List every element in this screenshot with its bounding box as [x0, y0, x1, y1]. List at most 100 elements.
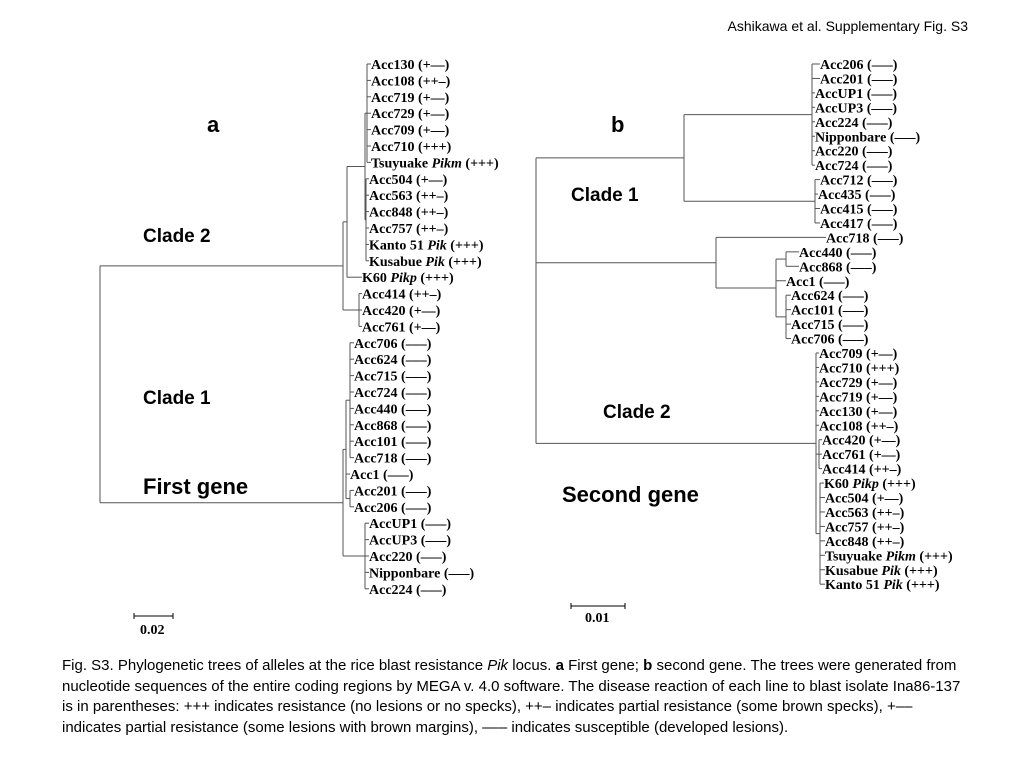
panel-a-tree: a Clade 2 Clade 1 First gene Acc130 (+––… [99, 58, 499, 638]
leaf-score: (–––) [398, 484, 432, 499]
panel-b-letter: b [611, 112, 624, 137]
leaf-name: Acc719 [371, 91, 415, 106]
leaf-score: (+––) [413, 173, 448, 188]
leaf-gene: Pik [427, 238, 446, 253]
panel_b-leaf-13: Acc440 (–––) [799, 246, 877, 261]
panel_a-leaf-3: Acc729 (+––) [371, 107, 450, 122]
leaf-name: K60 [824, 477, 852, 492]
leaf-name: Acc624 [791, 289, 835, 304]
leaf-name: Acc624 [354, 353, 398, 368]
figure-header: Ashikawa et al. Supplementary Fig. S3 [727, 18, 968, 34]
leaf-name: Acc420 [822, 434, 866, 449]
leaf-name: Acc712 [820, 174, 864, 189]
leaf-score: (+++) [901, 564, 938, 579]
caption-mid-2: First gene; [563, 657, 644, 674]
leaf-score: (++–) [869, 506, 905, 521]
leaf-score: (–––) [863, 101, 897, 116]
leaf-name: Acc761 [822, 448, 866, 463]
panel_a-leaf-18: Acc624 (–––) [354, 353, 432, 368]
panel-a-branches [99, 63, 371, 590]
leaf-name: Acc414 [362, 288, 406, 303]
panel_a-leaf-15: Acc420 (+––) [362, 304, 441, 319]
panel_a-leaf-6: Tsuyuake Pikm (+++) [371, 156, 499, 171]
panel_b-leaf-10: Acc415 (–––) [820, 203, 898, 218]
leaf-score: (–––) [864, 203, 898, 218]
panel-a-letter: a [207, 112, 220, 137]
panel_b-leaf-0: Acc206 (–––) [820, 58, 898, 73]
leaf-name: Acc440 [799, 246, 843, 261]
caption-lead: Fig. S3. Phylogenetic trees of alleles a… [62, 657, 488, 674]
panel_a-leaf-5: Acc710 (+++) [371, 140, 452, 155]
leaf-score: (+––) [863, 347, 898, 362]
leaf-name: Acc206 [820, 58, 864, 73]
leaf-name: Acc101 [354, 435, 398, 450]
panel_b-leaf-17: Acc101 (–––) [791, 304, 869, 319]
leaf-name: Acc220 [369, 550, 413, 565]
leaf-name: Acc718 [354, 452, 398, 467]
leaf-name: Acc206 [354, 501, 398, 516]
leaf-name: Acc201 [820, 72, 864, 87]
leaf-name: Acc757 [369, 222, 413, 237]
panel-b-scale-label: 0.01 [585, 611, 610, 626]
panel_a-leaf-10: Acc757 (++–) [369, 222, 449, 237]
leaf-score: (–––) [859, 116, 893, 131]
leaf-score: (–––) [859, 159, 893, 174]
leaf-score: (–––) [835, 304, 869, 319]
leaf-score: (–––) [835, 318, 869, 333]
leaf-score: (–––) [440, 566, 474, 581]
leaf-name: Acc709 [371, 124, 415, 139]
panel-b-clade-2-label: Clade 2 [603, 402, 671, 423]
leaf-gene: Pikm [432, 156, 462, 171]
leaf-name: Acc417 [820, 217, 864, 232]
panel-b-branches [535, 63, 826, 585]
leaf-score: (+––) [863, 376, 898, 391]
leaf-score: (–––) [380, 468, 414, 483]
leaf-score: (+––) [866, 434, 901, 449]
caption-panel-a: a [555, 657, 564, 674]
panel_b-leaf-36: Kanto 51 Pik (+++) [825, 578, 940, 593]
leaf-score: (+++) [417, 271, 454, 286]
panel_b-leaf-23: Acc719 (+––) [819, 390, 898, 405]
leaf-name: Acc1 [786, 275, 816, 290]
leaf-score: (–––) [816, 275, 850, 290]
panel_b-leaf-6: Acc220 (–––) [815, 145, 893, 160]
leaf-name: Acc101 [791, 304, 835, 319]
panel_b-leaf-20: Acc709 (+––) [819, 347, 898, 362]
caption-locus: Pik [487, 657, 509, 674]
leaf-score: (+––) [863, 405, 898, 420]
leaf-score: (–––) [835, 333, 869, 348]
panel_b-leaf-26: Acc420 (+––) [822, 434, 901, 449]
leaf-score: (++–) [866, 463, 902, 478]
panel_a-leaf-7: Acc504 (+––) [369, 173, 448, 188]
leaf-name: Acc504 [369, 173, 413, 188]
panel_a-leaf-17: Acc706 (–––) [354, 337, 432, 352]
leaf-name: Acc706 [354, 337, 398, 352]
panel_a-leaf-31: Nipponbare (–––) [369, 566, 474, 581]
panel-a-clade-1-label: Clade 1 [143, 388, 211, 409]
panel_a-leaf-20: Acc724 (–––) [354, 386, 432, 401]
leaf-name: K60 [362, 271, 390, 286]
panel_b-leaf-28: Acc414 (++–) [822, 463, 902, 478]
panel_b-leaf-9: Acc435 (–––) [818, 188, 896, 203]
leaf-gene: Pikp [390, 271, 416, 286]
panel-b-gene-title: Second gene [562, 482, 699, 507]
panel-b-clade-1-label: Clade 1 [571, 185, 639, 206]
panel_b-leaf-27: Acc761 (+––) [822, 448, 901, 463]
leaf-name: Acc130 [819, 405, 863, 420]
leaf-score: (–––) [398, 419, 432, 434]
leaf-name: Acc868 [799, 260, 843, 275]
panel_b-leaf-32: Acc757 (++–) [825, 520, 905, 535]
panel_b-leaf-3: AccUP3 (–––) [815, 101, 897, 116]
leaf-score: (+––) [415, 58, 450, 73]
leaf-name: Tsuyuake [825, 549, 886, 564]
leaf-name: Acc201 [354, 484, 398, 499]
leaf-name: Acc563 [825, 506, 869, 521]
leaf-gene: Pikp [852, 477, 878, 492]
panel-a-gene-title: First gene [143, 474, 248, 499]
leaf-score: (+––) [415, 124, 450, 139]
panel_a-leaf-21: Acc440 (–––) [354, 402, 432, 417]
leaf-score: (+––) [415, 91, 450, 106]
leaf-score: (–––) [835, 289, 869, 304]
caption-panel-b: b [643, 657, 653, 674]
